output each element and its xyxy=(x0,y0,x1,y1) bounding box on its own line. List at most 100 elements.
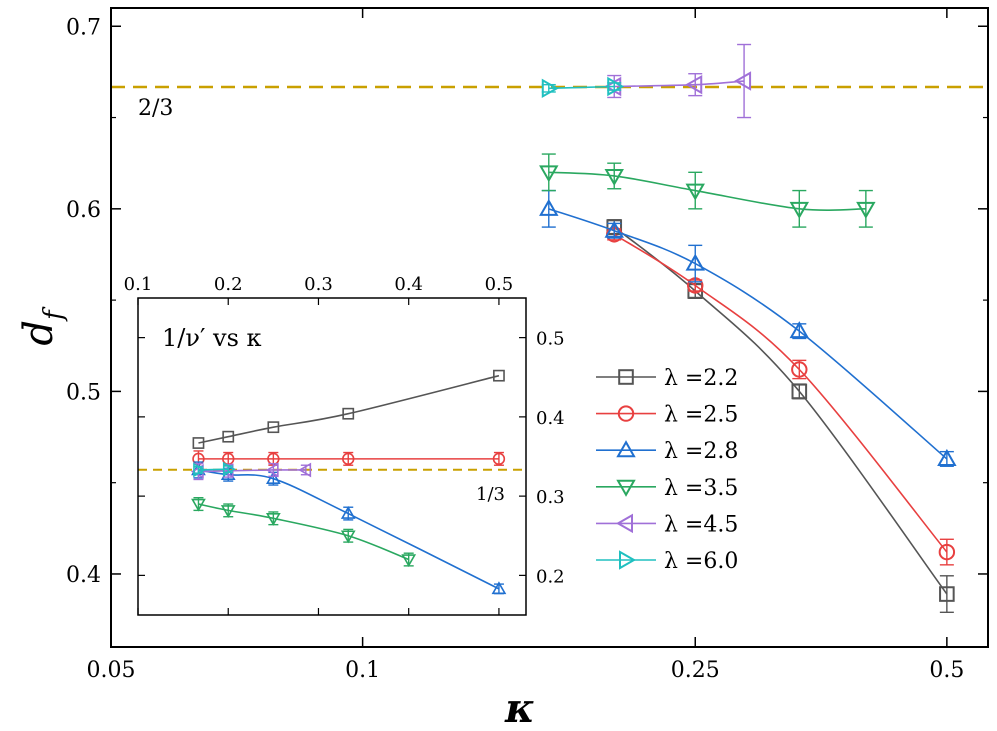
inset-x-tick-label: 0.4 xyxy=(394,274,423,295)
inset-series-line xyxy=(198,374,500,444)
main-series-line xyxy=(614,80,745,88)
main-x-tick-label: 0.05 xyxy=(87,658,136,683)
main-data-point xyxy=(539,165,559,183)
main-y-tick-label: 0.4 xyxy=(66,563,101,588)
legend-label: λ =2.8 xyxy=(664,439,738,464)
legend: λ =2.2 λ =2.5 λ =2.8 λ =3.5 λ =4.5 λ =6.0 xyxy=(596,366,738,574)
inset-y-tick-label: 0.4 xyxy=(536,408,565,429)
inset-series-line xyxy=(198,469,306,473)
inset-x-tick-label: 0.2 xyxy=(214,274,243,295)
legend-marker xyxy=(616,440,636,458)
main-data-point xyxy=(604,220,624,238)
main-y-tick-label: 0.7 xyxy=(66,15,101,40)
inset-data-point xyxy=(222,461,236,477)
main-data-point xyxy=(938,543,956,561)
legend-item: λ =4.5 xyxy=(596,512,738,537)
main-y-axis-label-subscript: f xyxy=(39,306,69,322)
legend-label: λ =2.2 xyxy=(664,366,738,391)
inset-data-point xyxy=(265,471,281,484)
inset-data-point xyxy=(342,407,355,420)
inset-series-line xyxy=(198,468,229,471)
main-x-tick-label: 0.25 xyxy=(671,658,720,683)
main-x-tick-label: 0.5 xyxy=(929,658,964,683)
inset-x-tick-label: 0.3 xyxy=(304,274,333,295)
inset-x-tick-label: 0.1 xyxy=(124,274,153,295)
main-series-3 xyxy=(539,153,876,228)
main-data-point xyxy=(791,383,808,400)
inset-y-tick-label: 0.2 xyxy=(536,566,565,587)
inset-series-1 xyxy=(192,450,506,468)
legend-label: λ =3.5 xyxy=(664,476,738,501)
main-data-point xyxy=(607,76,625,97)
legend-marker xyxy=(618,369,634,385)
inset-x-tick-label: 0.5 xyxy=(485,274,514,295)
main-series-group xyxy=(539,43,957,614)
main-data-point xyxy=(791,361,808,378)
inset-data-point xyxy=(298,462,312,478)
main-series-2 xyxy=(539,189,957,467)
legend-item: λ =2.5 xyxy=(596,403,738,428)
inset-data-point xyxy=(401,554,417,568)
inset-data-point xyxy=(265,462,279,478)
main-series-line xyxy=(548,208,948,460)
inset-title: 1/ν′ vs κ xyxy=(162,324,262,352)
inset-data-point xyxy=(491,581,507,595)
legend-marker xyxy=(617,405,635,422)
main-data-point xyxy=(734,71,752,91)
legend-marker xyxy=(619,550,637,570)
main-data-point xyxy=(789,321,810,339)
inset-series-line xyxy=(198,469,500,590)
main-series-1 xyxy=(606,226,956,566)
inset-data-point xyxy=(340,530,356,544)
inset-series-5 xyxy=(193,461,236,478)
main-data-point xyxy=(539,198,559,216)
inset-y-tick-label: 0.5 xyxy=(536,329,565,350)
inset-data-point xyxy=(493,369,505,382)
main-series-4 xyxy=(604,43,752,119)
main-data-point xyxy=(856,201,876,219)
inset-y-tick-label: 0.3 xyxy=(536,487,565,508)
inset-data-point xyxy=(492,452,506,466)
main-series-line xyxy=(613,233,948,553)
main-y-axis-label: df xyxy=(16,306,69,346)
legend-item: λ =2.2 xyxy=(596,366,738,391)
inset-data-point xyxy=(340,505,356,519)
legend-marker xyxy=(616,479,636,497)
inset-data-point xyxy=(342,452,355,466)
main-x-tick-label: 0.1 xyxy=(345,658,380,683)
main-series-line xyxy=(548,171,866,211)
main-data-point xyxy=(789,201,810,219)
main-data-point xyxy=(939,586,955,602)
main-series-line xyxy=(548,85,615,90)
main-data-point xyxy=(685,183,705,201)
legend-item: λ =2.8 xyxy=(596,439,738,464)
inset-data-point xyxy=(193,462,207,478)
legend-item: λ =6.0 xyxy=(596,549,738,574)
legend-label: λ =6.0 xyxy=(664,549,738,574)
legend-label: λ =4.5 xyxy=(664,512,738,537)
main-y-tick-label: 0.5 xyxy=(66,380,101,405)
main-series-5 xyxy=(541,76,625,99)
inset-ticks: 0.1 0.2 0.3 0.4 0.5 0.2 0.3 0.4 0.5 xyxy=(124,274,565,615)
inset-data-point xyxy=(220,505,236,519)
inset-series-3 xyxy=(191,497,417,568)
legend-item: λ =3.5 xyxy=(596,476,738,501)
main-data-point xyxy=(541,78,559,99)
inset-data-point xyxy=(222,430,235,443)
inset-data-point xyxy=(191,498,206,512)
inset-series-group xyxy=(190,369,507,595)
main-y-axis-label-text: df xyxy=(16,306,69,346)
inset-reference-label: 1/3 xyxy=(476,484,505,505)
main-x-axis-label: κ xyxy=(504,685,535,731)
inset-data-point xyxy=(265,513,281,526)
inset-data-point xyxy=(267,421,280,434)
main-data-point xyxy=(685,253,705,271)
main-series-0 xyxy=(606,219,955,614)
main-data-point xyxy=(937,448,957,466)
main-data-point xyxy=(685,74,703,95)
inset-plot-frame xyxy=(137,297,527,616)
main-plot-frame xyxy=(110,7,989,648)
legend-label: λ =2.5 xyxy=(664,403,738,428)
